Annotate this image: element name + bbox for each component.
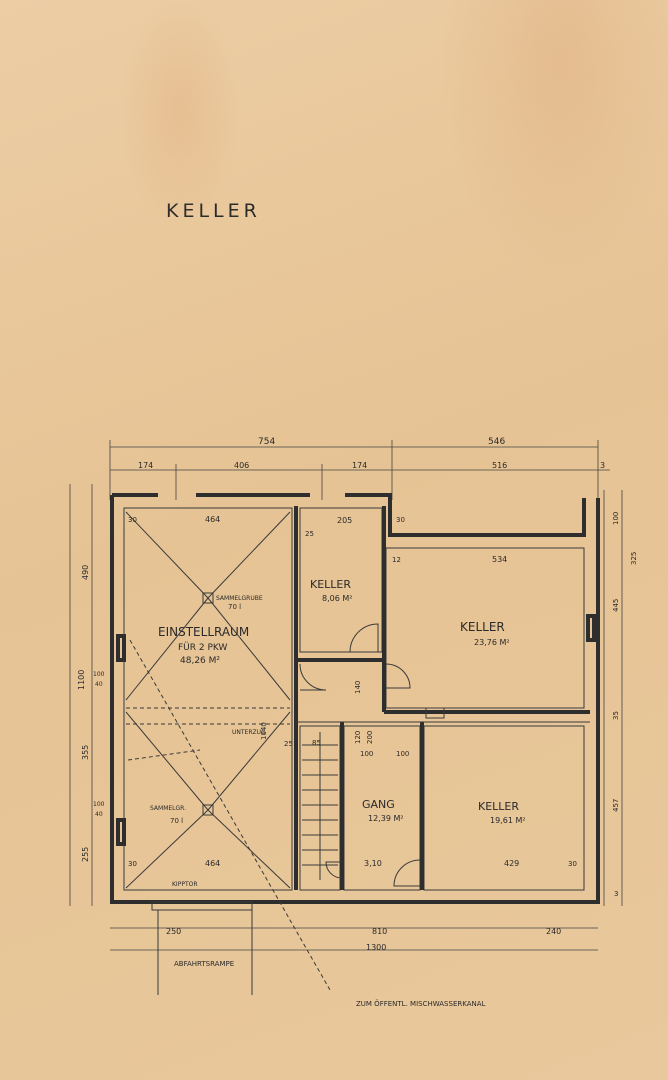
drain-icon xyxy=(202,592,214,604)
pipe-line xyxy=(127,749,201,761)
dim-label: 205 xyxy=(337,516,352,525)
dim-label: 457 xyxy=(612,799,620,812)
dim-label: 174 xyxy=(352,461,367,470)
outer-wall xyxy=(110,495,600,904)
dim-label: 464 xyxy=(205,515,220,524)
dim-label: 255 xyxy=(81,847,90,862)
slope-line xyxy=(207,597,291,701)
garage-door xyxy=(151,901,253,911)
slope-line xyxy=(207,511,291,599)
slope-line xyxy=(125,511,209,599)
dim-label: 100 xyxy=(612,512,620,525)
room-area-keller-1: 8,06 M² xyxy=(322,594,352,603)
dim-label: 30 xyxy=(128,516,137,524)
room-name-gang: GANG xyxy=(362,798,395,811)
meter-box-icon xyxy=(425,707,445,719)
dim-label: 250 xyxy=(166,927,181,936)
label-sammelgrube-bottom-val: 70 l xyxy=(170,817,183,825)
dim-label: 12 xyxy=(392,556,401,564)
dim-label: 810 xyxy=(372,927,387,936)
dim-label: 534 xyxy=(492,555,507,564)
slope-line xyxy=(125,711,209,811)
dim-label: 30 xyxy=(396,516,405,524)
label-kanal: ZUM ÖFFENTL. MISCHWASSERKANAL xyxy=(356,999,486,1008)
garage-inner xyxy=(123,507,293,891)
dim-label: 406 xyxy=(234,461,249,470)
dim-label: 1040 xyxy=(260,722,268,740)
room-name-keller-2: KELLER xyxy=(460,620,505,634)
dim-label: 464 xyxy=(205,859,220,868)
dim-label: 3 xyxy=(600,461,605,470)
dim-label: 120 xyxy=(354,731,362,744)
drain-icon xyxy=(202,804,214,816)
room-name-keller-3: KELLER xyxy=(478,800,519,813)
dim-label: 35 xyxy=(612,711,620,720)
dim-label: 40 xyxy=(95,811,103,818)
dim-label: 140 xyxy=(354,681,362,694)
window xyxy=(116,818,126,846)
door-swing-icon xyxy=(325,861,343,879)
dim-label: 240 xyxy=(546,927,561,936)
door-swing-icon xyxy=(349,623,379,653)
dim-label: 30 xyxy=(128,860,137,868)
door-swing-icon xyxy=(385,663,411,689)
dim-label: 174 xyxy=(138,461,153,470)
door-swing-icon xyxy=(299,663,327,691)
slope-line xyxy=(207,711,291,811)
dim-label: 85 xyxy=(312,739,321,747)
dim-label: 100 xyxy=(396,750,409,758)
dim-label: 3 xyxy=(614,890,618,898)
dim-label: 200 xyxy=(366,731,374,744)
room-sub-einstellraum: FÜR 2 PKW xyxy=(178,642,227,653)
stair-icon xyxy=(302,732,338,880)
dim-label: 25 xyxy=(305,530,314,538)
plan-title: KELLER xyxy=(166,200,261,222)
dim-label: 100 xyxy=(360,750,373,758)
label-abfahrtsrampe: ABFAHRTSRAMPE xyxy=(174,960,234,968)
dim-label: 3,10 xyxy=(364,859,382,868)
dim-label: 325 xyxy=(630,552,638,565)
dim-label: 1300 xyxy=(366,943,386,952)
slope-line xyxy=(125,597,209,701)
room-name-einstellraum: EINSTELLRAUM xyxy=(158,625,249,639)
room-area-keller-2: 23,76 M² xyxy=(474,638,510,647)
dim-label: 1100 xyxy=(77,670,86,690)
outer-wall-seg xyxy=(345,493,586,537)
room-area-gang: 12,39 M² xyxy=(368,814,404,823)
label-sammelgrube-bottom: SAMMELGR. xyxy=(150,805,186,812)
dim-label: 754 xyxy=(258,437,275,447)
label-unterzug: UNTERZUG xyxy=(232,729,266,736)
slope-line xyxy=(125,809,209,889)
dim-label: 516 xyxy=(492,461,507,470)
dim-label: 546 xyxy=(488,437,505,447)
label-sammelgrube-top: SAMMELGRUBE xyxy=(216,595,263,602)
dim-label: 30 xyxy=(568,860,577,868)
room-name-keller-1: KELLER xyxy=(310,578,351,591)
label-sammelgrube-top-val: 70 l xyxy=(228,603,241,611)
dim-label: 429 xyxy=(504,859,519,868)
room-area-einstellraum: 48,26 M² xyxy=(180,656,220,666)
dim-label: 100 xyxy=(93,801,105,808)
label-kipptor: KIPPTOR xyxy=(172,881,198,888)
window xyxy=(116,634,126,662)
door-swing-icon xyxy=(393,859,421,887)
dim-label: 25 xyxy=(284,740,293,748)
dim-label: 490 xyxy=(81,565,90,580)
dim-label: 40 xyxy=(95,681,103,688)
room-area-keller-3: 19,61 M² xyxy=(490,816,526,825)
window xyxy=(586,614,596,642)
dim-label: 100 xyxy=(93,671,105,678)
dim-label: 355 xyxy=(81,745,90,760)
dim-label: 445 xyxy=(612,599,620,612)
